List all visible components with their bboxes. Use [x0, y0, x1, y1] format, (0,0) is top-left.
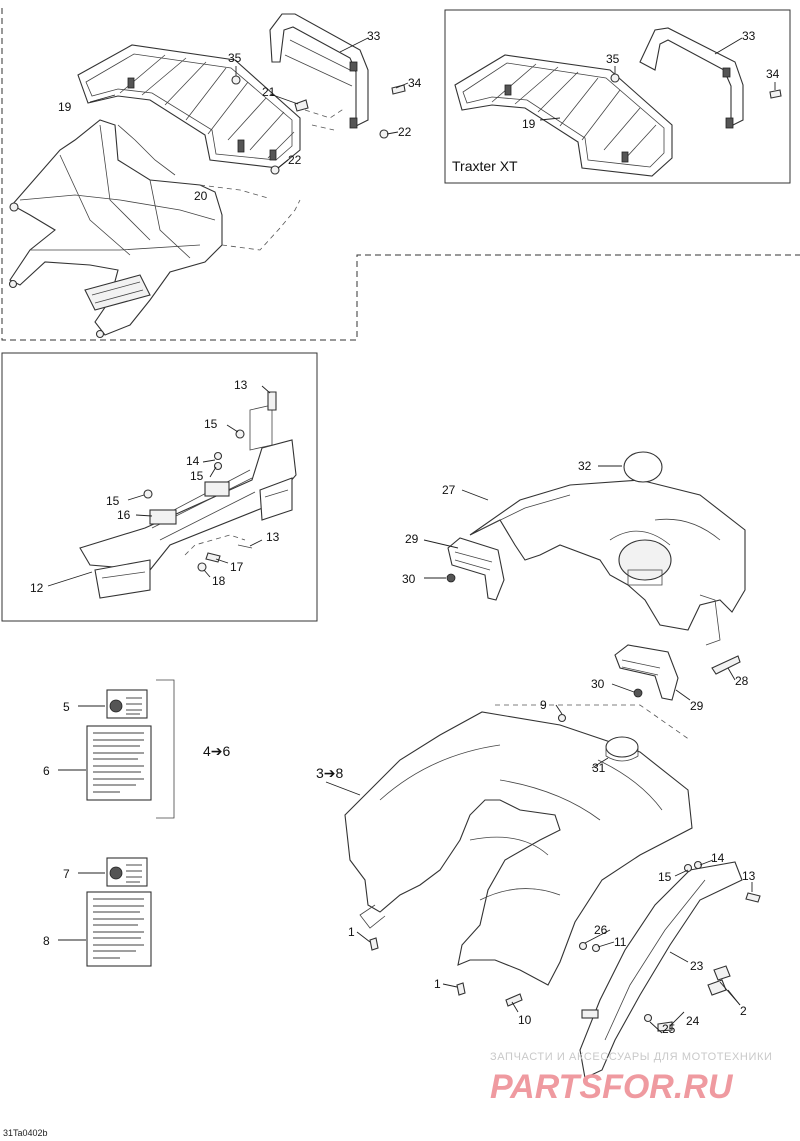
- callout-16: 16: [117, 508, 131, 522]
- callout-32: 32: [578, 459, 592, 473]
- rear-rack-section-frame: [1, 8, 800, 341]
- callout-31: 31: [592, 761, 606, 775]
- fender-flare: [579, 859, 761, 1079]
- callout-14: 14: [711, 851, 725, 865]
- decal-6: [86, 725, 152, 801]
- traxter-xt-inset-frame: [444, 9, 791, 184]
- rear-rack-main: [77, 13, 409, 210]
- rear-bumper: [47, 385, 297, 599]
- callout-9: 9: [540, 698, 547, 712]
- callout-7: 7: [63, 867, 70, 881]
- rear-fender-top: [423, 451, 746, 701]
- callout-30: 30: [591, 677, 605, 691]
- callout-34: 34: [408, 76, 422, 90]
- callout-20: 20: [194, 189, 208, 203]
- callout-17: 17: [230, 560, 244, 574]
- inset-title: Traxter XT: [452, 158, 518, 174]
- callout-labels: 33 35 34 21 19 22 22 20 33 35 34 19 13 1…: [30, 29, 780, 1036]
- callout-10: 10: [518, 1013, 532, 1027]
- callout-34: 34: [766, 67, 780, 81]
- callout-35: 35: [228, 51, 242, 65]
- decal-bracket: [156, 679, 175, 819]
- rear-bumper-section-frame: [1, 352, 318, 622]
- decals: [58, 689, 152, 967]
- traxter-xt-rack: [454, 27, 782, 177]
- callout-24: 24: [686, 1014, 700, 1028]
- callout-22: 22: [398, 125, 412, 139]
- callout-22: 22: [288, 153, 302, 167]
- callout-29: 29: [690, 699, 704, 713]
- callout-35: 35: [606, 52, 620, 66]
- drawing-code: 31Ta0402b: [3, 1128, 48, 1138]
- callout-23: 23: [690, 959, 704, 973]
- callout-1: 1: [348, 925, 355, 939]
- callout-12: 12: [30, 581, 44, 595]
- decal-range-label: 4➔6: [203, 743, 231, 759]
- callout-19: 19: [522, 117, 536, 131]
- callout-13: 13: [742, 869, 756, 883]
- callout-21: 21: [262, 85, 276, 99]
- callout-6: 6: [43, 764, 50, 778]
- vehicle-frame: [8, 119, 301, 339]
- callout-30: 30: [402, 572, 416, 586]
- callout-2: 2: [740, 1004, 747, 1018]
- callout-29: 29: [405, 532, 419, 546]
- callout-26: 26: [594, 923, 608, 937]
- callout-19: 19: [58, 100, 72, 114]
- callout-13: 13: [266, 530, 280, 544]
- callout-5: 5: [63, 700, 70, 714]
- callout-15: 15: [658, 870, 672, 884]
- decal-8: [86, 891, 152, 967]
- callout-25: 25: [662, 1022, 676, 1036]
- callout-8: 8: [43, 934, 50, 948]
- watermark-tagline: ЗАПЧАСТИ И АКСЕССУАРЫ ДЛЯ МОТОТЕХНИКИ: [490, 1051, 772, 1063]
- callout-13: 13: [234, 378, 248, 392]
- callout-28: 28: [735, 674, 749, 688]
- callout-33: 33: [367, 29, 381, 43]
- callout-15: 15: [204, 417, 218, 431]
- callout-18: 18: [212, 574, 226, 588]
- callout-15: 15: [190, 469, 204, 483]
- callout-15: 15: [106, 494, 120, 508]
- watermark-logo: PARTSFOR.RU: [490, 1068, 734, 1106]
- callout-14: 14: [186, 454, 200, 468]
- section-frames: [1, 8, 800, 819]
- callout-27: 27: [442, 483, 456, 497]
- callout-33: 33: [742, 29, 756, 43]
- fender-range-label: 3➔8: [316, 765, 344, 781]
- callout-11: 11: [614, 935, 627, 949]
- rear-fender-lower: [325, 704, 693, 1013]
- callout-1: 1: [434, 977, 441, 991]
